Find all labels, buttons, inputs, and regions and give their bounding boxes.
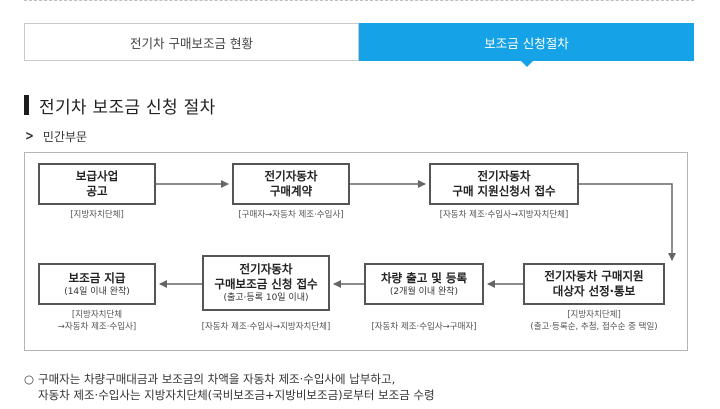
- step-purchase-contract: 전기자동차 구매계약: [232, 163, 350, 205]
- chevron-right-icon: >: [25, 129, 34, 144]
- step-title: 전기자동차: [477, 169, 531, 183]
- step-subtitle: (출고·등록 10일 이내): [223, 293, 309, 303]
- top-divider: [24, 0, 694, 4]
- tab-bar: 전기차 구매보조금 현황 보조금 신청절차: [24, 23, 694, 67]
- step-title: 구매계약: [269, 184, 313, 198]
- step-title: 전기자동차: [239, 262, 293, 276]
- step-title: 차량 출고 및 등록: [380, 270, 468, 285]
- step-title: 공고: [86, 184, 108, 198]
- tab-application-procedure-label: 보조금 신청절차: [484, 35, 569, 51]
- section-title-text: 전기차 보조금 신청 절차: [39, 97, 216, 118]
- circle-bullet-icon: ○: [24, 372, 35, 386]
- step-note: [구매자→자동차 제조·수입사]: [238, 210, 344, 220]
- subhead: > 민간부문: [24, 128, 87, 145]
- title-bar-icon: [24, 95, 29, 115]
- tab-subsidy-status-label: 전기차 구매보조금 현황: [130, 35, 253, 51]
- section-title: 전기차 보조금 신청 절차: [24, 94, 216, 118]
- footnote: ○구매자는 차량구매대금과 보조금의 차액을 자동차 제조·수입사에 납부하고,…: [24, 371, 435, 403]
- step-note: →자동차 제조·수입사]: [57, 322, 137, 332]
- footnote-line-1: ○구매자는 차량구매대금과 보조금의 차액을 자동차 제조·수입사에 납부하고,: [24, 371, 435, 387]
- step-title: 보급사업: [75, 169, 119, 183]
- step-subsidy-application: 전기자동차 구매보조금 신청 접수 (출고·등록 10일 이내): [202, 255, 330, 311]
- tab-application-procedure[interactable]: 보조금 신청절차: [359, 23, 694, 67]
- active-tab-pointer-icon: [519, 60, 534, 67]
- step-title: 대상자 선정·통보: [552, 284, 636, 298]
- step-note: [지방자치단체: [71, 310, 123, 320]
- flow-diagram-frame: [24, 152, 688, 351]
- step-note: [지방자치단체]: [70, 210, 124, 220]
- step-note: [자동차 제조·수입사→구매자]: [371, 322, 477, 332]
- step-note: [지방자치단체]: [567, 310, 621, 320]
- step-announcement: 보급사업 공고: [38, 163, 156, 205]
- step-title: 보조금 지급: [68, 270, 126, 285]
- step-title: 구매보조금 신청 접수: [214, 277, 318, 291]
- step-note: (출고·등록순, 추첨, 접수순 중 택일): [530, 322, 658, 332]
- step-title: 전기자동차 구매지원: [544, 269, 644, 283]
- footnote-line-2: 자동차 제조·수입사는 지방자치단체(국비보조금+지방비보조금)로부터 보조금 …: [38, 388, 435, 402]
- step-title: 구매 지원신청서 접수: [452, 184, 556, 198]
- tab-subsidy-status[interactable]: 전기차 구매보조금 현황: [24, 23, 359, 61]
- step-delivery-registration: 차량 출고 및 등록 (2개월 이내 완착): [364, 263, 484, 305]
- step-title: 전기자동차: [264, 169, 318, 183]
- step-subtitle: (2개월 이내 완착): [389, 286, 459, 297]
- subhead-label: 민간부문: [42, 130, 88, 144]
- step-note: [자동차 제조·수입사→지방자치단체]: [201, 322, 331, 332]
- footnote-text: 구매자는 차량구매대금과 보조금의 차액을 자동차 제조·수입사에 납부하고,: [38, 372, 396, 386]
- step-subtitle: (14일 이내 완착): [64, 286, 130, 297]
- step-subsidy-payment: 보조금 지급 (14일 이내 완착): [38, 263, 156, 305]
- step-note: [자동차 제조·수입사→지방자치단체]: [439, 210, 569, 220]
- step-recipient-selection: 전기자동차 구매지원 대상자 선정·통보: [523, 263, 665, 305]
- step-application-receipt: 전기자동차 구매 지원신청서 접수: [429, 163, 579, 205]
